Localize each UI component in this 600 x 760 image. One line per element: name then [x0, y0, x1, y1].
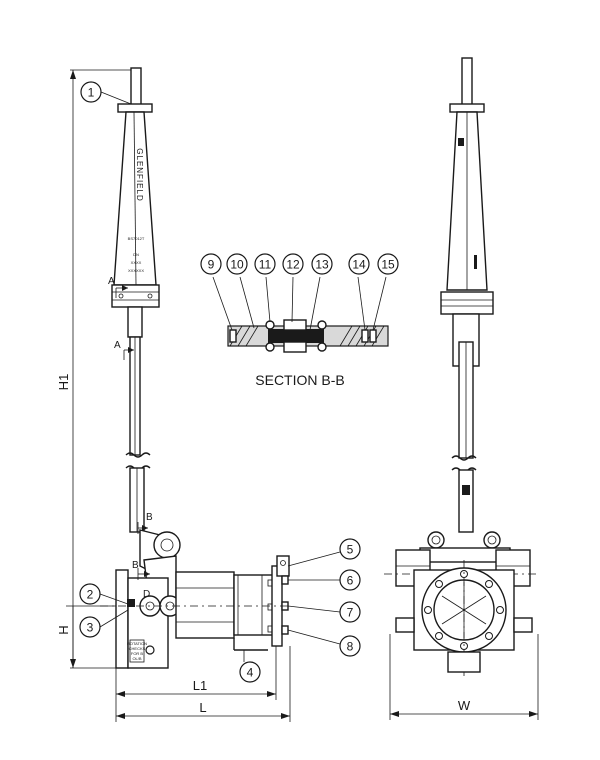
dimension-h-label: H — [56, 625, 71, 634]
balloon-circle — [339, 635, 361, 657]
section-b-b-detail: SECTION B-B — [212, 276, 389, 388]
stem-code-2: XXXXXX — [128, 268, 144, 273]
balloon-circle — [348, 253, 370, 275]
svg-text:B: B — [146, 512, 153, 523]
stem-code-1: XXXX — [131, 260, 142, 265]
plate-line-2: CHECKS — [129, 646, 146, 651]
section-marker-a-lower: A — [114, 340, 134, 360]
balloon-label: 14 — [352, 258, 366, 272]
balloon-label: 8 — [347, 640, 354, 654]
balloon-circle — [79, 616, 101, 638]
right-valve-body — [384, 531, 540, 720]
section-marker-d: D — [143, 589, 150, 600]
svg-text:B: B — [132, 560, 139, 571]
balloon-10: 10 — [226, 253, 248, 275]
balloon-9: 9 — [200, 253, 222, 275]
balloon-leaders — [99, 91, 341, 662]
balloon-label: 1 — [88, 86, 95, 100]
balloon-label: 4 — [247, 666, 254, 680]
balloon-3: 3 — [79, 616, 101, 638]
svg-text:A: A — [108, 276, 115, 287]
balloon-label: 2 — [87, 588, 94, 602]
dimension-h: H — [56, 605, 120, 668]
left-gearbox: ROTATION CHECKS FOR B OL/B — [100, 529, 292, 669]
plate-line-3: FOR B — [131, 651, 144, 656]
section-caption: SECTION B-B — [255, 372, 344, 388]
balloon-4: 4 — [239, 661, 261, 683]
dimension-l1-label: L1 — [193, 678, 207, 693]
stem-label: BS7012T — [128, 236, 145, 241]
balloon-label: 6 — [347, 574, 354, 588]
svg-text:GLENFIELD: GLENFIELD — [135, 148, 144, 201]
balloon-circle — [311, 253, 333, 275]
balloon-5: 5 — [339, 538, 361, 560]
balloon-circle — [239, 661, 261, 683]
section-marker-b-lower: B — [132, 560, 150, 580]
dimension-l-label: L — [199, 700, 206, 715]
balloon-label: 13 — [315, 258, 329, 272]
right-stem-assembly — [440, 57, 494, 533]
svg-text:A: A — [114, 340, 121, 351]
balloon-label: 3 — [87, 621, 94, 635]
stem-size: DN — [133, 252, 139, 257]
balloon-circle — [79, 583, 101, 605]
balloon-label: 10 — [230, 258, 244, 272]
balloon-label: 5 — [347, 543, 354, 557]
balloon-label: 7 — [347, 606, 354, 620]
balloon-label: 11 — [259, 258, 272, 272]
balloon-6: 6 — [339, 569, 361, 591]
plate-line-1: ROTATION — [127, 641, 147, 646]
balloon-1: 1 — [80, 81, 102, 103]
balloon-label: 15 — [381, 258, 395, 272]
dimension-l1: L1 — [115, 646, 277, 722]
balloon-8: 8 — [339, 635, 361, 657]
balloon-label: 12 — [286, 258, 300, 272]
dimension-h1-label: H1 — [56, 374, 71, 391]
balloon-label: 9 — [208, 258, 215, 272]
dimension-h1: H1 — [56, 69, 136, 669]
dimension-w-label: W — [458, 698, 471, 713]
balloon-circle — [339, 601, 361, 623]
balloon-11: 11 — [254, 253, 276, 275]
balloon-circle — [282, 253, 304, 275]
balloon-15: 15 — [377, 253, 399, 275]
balloon-circle — [339, 569, 361, 591]
balloon-circle — [339, 538, 361, 560]
balloon-circle — [80, 81, 102, 103]
balloon-2: 2 — [79, 583, 101, 605]
dimension-w: W — [390, 698, 538, 717]
balloon-circle — [377, 253, 399, 275]
balloon-circle — [254, 253, 276, 275]
left-stem-assembly: GLENFIELD BS7012T DN XXXX XXXXXX — [111, 67, 160, 533]
plate-line-4: OL/B — [132, 656, 141, 661]
balloon-12: 12 — [282, 253, 304, 275]
section-marker-b-upper: B — [137, 512, 153, 534]
stem-brand-text: GLENFIELD — [135, 148, 144, 201]
svg-text:D: D — [143, 589, 150, 600]
balloon-13: 13 — [311, 253, 333, 275]
balloon-7: 7 — [339, 601, 361, 623]
section-marker-a-upper: A — [108, 276, 128, 298]
balloon-circle — [226, 253, 248, 275]
balloon-circle — [200, 253, 222, 275]
dimension-l: L — [116, 646, 291, 722]
balloon-14: 14 — [348, 253, 370, 275]
